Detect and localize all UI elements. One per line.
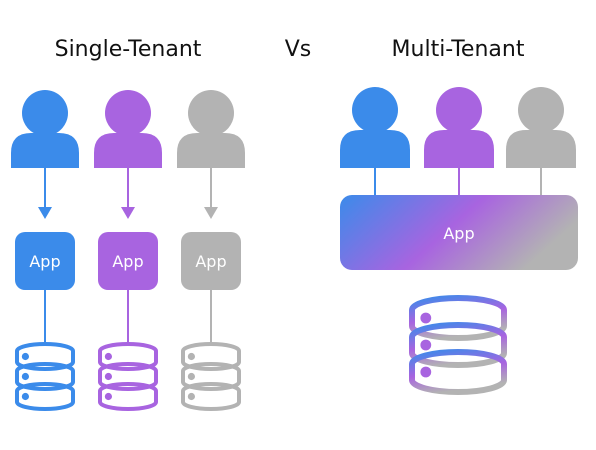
- app-box: [15, 232, 75, 290]
- single-tenant-column: App: [94, 90, 162, 411]
- user-icon: [177, 90, 245, 168]
- app-label: App: [29, 252, 60, 271]
- app-label: App: [195, 252, 226, 271]
- arrow-head: [121, 207, 135, 219]
- single-tenant-group: App App App: [11, 90, 245, 411]
- multi-tenant-users: [340, 87, 576, 200]
- app-box: [98, 232, 158, 290]
- database-icon: [181, 342, 241, 411]
- multi-tenant-title: Multi-Tenant: [392, 37, 525, 62]
- database-icon: [98, 342, 158, 411]
- shared-app-box: [340, 195, 578, 270]
- user-icon: [11, 90, 79, 168]
- database-icon-disks: [409, 295, 507, 395]
- user-icon: [340, 87, 410, 168]
- vs-label: Vs: [285, 37, 312, 62]
- shared-app-label: App: [443, 224, 474, 243]
- single-tenant-title: Single-Tenant: [55, 37, 202, 62]
- database-icon: [409, 295, 507, 395]
- arrow-head: [204, 207, 218, 219]
- user-icon: [424, 87, 494, 168]
- single-tenant-column: App: [177, 90, 245, 411]
- single-tenant-column: App: [11, 90, 79, 411]
- multi-tenant-group: App: [340, 87, 578, 395]
- app-label: App: [112, 252, 143, 271]
- database-icon: [15, 342, 75, 411]
- app-box: [181, 232, 241, 290]
- arrow-head: [38, 207, 52, 219]
- user-icon: [506, 87, 576, 168]
- user-icon: [94, 90, 162, 168]
